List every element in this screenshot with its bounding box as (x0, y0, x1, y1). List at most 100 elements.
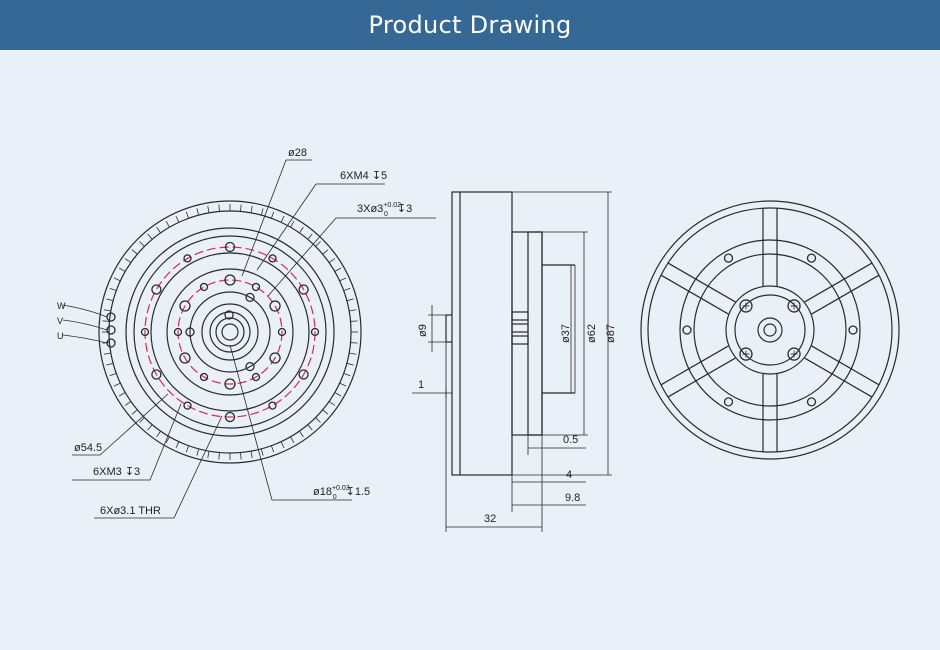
rim-tooth (218, 204, 220, 212)
rim-tooth (307, 233, 313, 240)
rim-tooth (322, 249, 329, 255)
hole-small (199, 372, 209, 382)
rear-bore-inner (763, 323, 777, 337)
rim-tooth (109, 287, 117, 291)
rim-tooth (165, 436, 170, 444)
hole-thr (183, 254, 192, 263)
rim-tooth (290, 436, 295, 444)
rim-tooth (250, 205, 253, 213)
rim-teeth (102, 204, 358, 460)
hole-m3 (224, 241, 236, 253)
rim-tooth (250, 451, 253, 459)
hole-m3 (151, 369, 162, 380)
rim-tooth (334, 267, 342, 272)
rim-tooth (207, 451, 210, 459)
rotor-ring (125, 227, 335, 437)
wire-label-w: W (57, 301, 66, 311)
rim-tooth (113, 382, 121, 387)
hole-thr (140, 327, 150, 337)
screw-cross (790, 350, 798, 358)
terminal-v (106, 325, 116, 335)
spoke-edge (804, 357, 873, 398)
hole-m4 (269, 352, 281, 364)
rear-hole (723, 397, 734, 407)
wire-label-u: U (57, 331, 64, 341)
rim-tooth (271, 445, 275, 453)
rear-outer-rim (640, 200, 900, 460)
rear-hole (682, 325, 692, 335)
screw-head (739, 299, 753, 313)
hole-m3 (298, 369, 309, 380)
label-hole31: 6Xø3.1 THR (100, 505, 161, 517)
rim-tooth (165, 220, 170, 228)
mounting-holes (140, 241, 320, 423)
rear-screws (739, 299, 801, 361)
wire-leads (62, 304, 108, 344)
rear-ring-inner (693, 253, 847, 407)
rim-tooth (118, 267, 126, 272)
dim-d62: ø62 (586, 324, 598, 343)
hole-small (251, 282, 261, 292)
rim-tooth (349, 309, 357, 312)
screw-head (787, 347, 801, 361)
rim-tooth (131, 409, 138, 415)
rim-tooth (196, 448, 200, 456)
leader-d18 (229, 344, 352, 501)
rim-tooth (328, 401, 336, 406)
spoke-edge (811, 345, 880, 386)
hole-m4 (224, 274, 236, 286)
rim-tooth (350, 320, 358, 322)
leader-m3 (72, 403, 182, 481)
shaft (221, 323, 239, 341)
leader-d28 (241, 159, 312, 277)
wire-label-v: V (57, 316, 63, 326)
rim-tooth (147, 233, 153, 240)
hole-m4 (179, 352, 191, 364)
hole-thr (183, 401, 192, 410)
rim-tooth (103, 352, 111, 355)
rim-tooth (175, 215, 180, 223)
hole-m3 (151, 284, 162, 295)
spoke-edge (804, 262, 873, 303)
stator-body (451, 191, 513, 476)
rear-hub (725, 285, 815, 375)
page-title: Product Drawing (368, 11, 572, 39)
rim-tooth (103, 309, 111, 312)
screw-cross (742, 350, 750, 358)
outer-rim (98, 200, 362, 464)
rear-hole (806, 253, 817, 263)
shaft-outer (215, 317, 245, 347)
rear-ring (679, 239, 861, 421)
rim-tooth (240, 452, 242, 460)
dim-1: 1 (418, 379, 424, 391)
rim-tooth (260, 448, 264, 456)
rim-tooth (280, 215, 285, 223)
pitch-circle-inner (177, 279, 283, 385)
rear-rim-inner (647, 207, 893, 453)
rim-tooth (106, 362, 114, 366)
rim-tooth (343, 287, 351, 291)
rear-spokes (660, 208, 880, 452)
rim-tooth (175, 441, 180, 449)
rear-bore (757, 317, 783, 343)
keyway (224, 310, 234, 320)
rim-tooth (280, 441, 285, 449)
rim-tooth (218, 452, 220, 460)
label-d28: ø28 (288, 147, 307, 159)
dim-d9-lines (428, 305, 446, 352)
rim-tooth (343, 373, 351, 377)
dim-9-8: 9.8 (565, 492, 580, 504)
dim-0-5: 0.5 (563, 434, 578, 446)
hole-thr (268, 401, 277, 410)
rim-tooth (315, 417, 321, 423)
rim-tooth (349, 352, 357, 355)
hole-thr (268, 254, 277, 263)
pin-2 (511, 323, 529, 333)
side-view: ø9 ø37 ø62 ø87 1 0.5 4 9.8 32 (412, 191, 617, 532)
dim-32-lines (445, 342, 543, 532)
label-d54: ø54.5 (74, 442, 102, 454)
rim-tooth (156, 226, 161, 234)
leader-m4 (256, 183, 385, 271)
